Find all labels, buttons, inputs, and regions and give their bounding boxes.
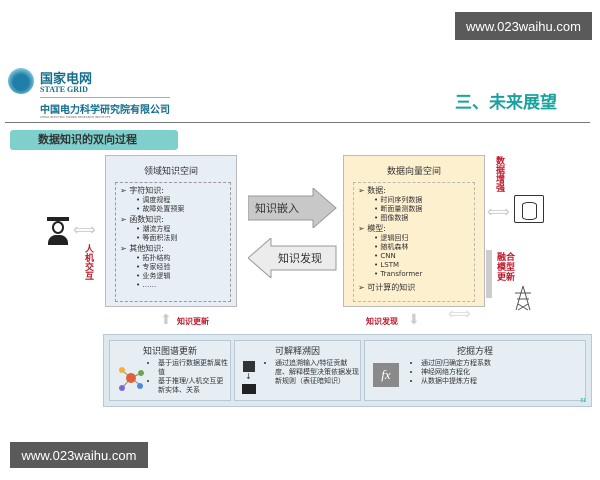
group-label: ➢ 字符知识:: [120, 186, 164, 195]
panel-title: 可解释溯因: [274, 347, 320, 357]
panel-list: 通过追溯输入/特征贡献度、解释模型决策依据发现新规则（表征暗知识）: [263, 359, 360, 386]
function-fx-icon: fx: [373, 363, 399, 387]
group-label: ➢ 数据:: [358, 186, 386, 195]
institute-en: CHINA ELECTRIC POWER RESEARCH INSTITUTE: [40, 115, 111, 119]
panel-explainable: 可解释溯因 ↓ 通过追溯输入/特征贡献度、解释模型决策依据发现新规则（表征暗知识…: [234, 340, 361, 401]
list-item: • 调度规程: [136, 196, 171, 204]
bidirectional-arrow-icon: ⟺: [487, 202, 510, 221]
label-knowledge-discover: 知识发现: [366, 317, 398, 326]
list-item: • ……: [136, 281, 157, 289]
down-arrow-icon: ⬇: [408, 312, 420, 328]
bidirectional-arrow-icon: ⟺: [73, 220, 96, 239]
list-item: 神经网络方程化: [421, 368, 531, 377]
group-label: ➢ 可计算的知识: [358, 283, 416, 292]
open-box-icon: [242, 384, 256, 394]
list-item: • 故障处置预案: [136, 205, 185, 213]
methods-box: 知识图谱更新 基于运行数据更新属性值基于推理/人机交互更新实体、关系 可解释溯因…: [103, 334, 592, 407]
label-data-augment: 数据增强: [494, 156, 504, 192]
panel-equation: 挖掘方程 fx 通过回归确定方程系数神经网络方程化从数据中提炼方程: [364, 340, 586, 401]
header-divider: [5, 122, 590, 123]
label-model-update: 融合模型更新: [497, 253, 516, 283]
list-item: 基于推理/人机交互更新实体、关系: [158, 377, 230, 395]
embed-label: 知识嵌入: [255, 202, 299, 215]
database-icon: [514, 195, 544, 223]
section-title: 数据知识的双向过程: [10, 130, 178, 150]
institute-cn: 中国电力科学研究院有限公司: [40, 105, 170, 116]
discover-arrow-icon: [248, 238, 337, 278]
discover-label: 知识发现: [278, 252, 322, 265]
list-item: • 时间序列数据: [374, 196, 423, 204]
panel-list: 基于运行数据更新属性值基于推理/人机交互更新实体、关系: [146, 359, 230, 395]
label-knowledge-update: 知识更新: [177, 317, 209, 326]
side-arrow-icon: ⟺: [448, 304, 471, 323]
panel-kg-update: 知识图谱更新 基于运行数据更新属性值基于推理/人机交互更新实体、关系: [109, 340, 231, 401]
user-graduate-icon: [45, 217, 71, 247]
slide-title: 三、未来展望: [455, 93, 557, 113]
embed-arrow-icon: [248, 188, 337, 228]
list-item: 从数据中提炼方程: [421, 377, 531, 386]
list-item: • 图像数据: [374, 214, 409, 222]
panel-list: 通过回归确定方程系数神经网络方程化从数据中提炼方程: [409, 359, 531, 386]
list-item: • 逻辑回归: [374, 234, 409, 242]
list-item: • 拓扑结构: [136, 254, 171, 262]
data-vector-title: 数据向量空间: [386, 167, 441, 177]
logo-divider: [40, 97, 170, 98]
panel-title: 挖掘方程: [456, 347, 493, 357]
list-item: 基于运行数据更新属性值: [158, 359, 230, 377]
power-tower-icon: [515, 285, 531, 311]
list-item: • 专家经验: [136, 263, 171, 271]
list-item: • Transformer: [374, 270, 423, 278]
group-label: ➢ 模型:: [358, 224, 386, 233]
arrow-down-icon: ↓: [245, 372, 252, 381]
panel-title: 知识图谱更新: [142, 347, 197, 357]
label-human: 人机交互: [83, 244, 93, 280]
logo-en: STATE GRID: [40, 85, 88, 94]
vertical-arrow-icon: [486, 250, 492, 298]
watermark-top: www.023waihu.com: [455, 12, 592, 40]
logo-cn: 国家电网: [40, 72, 93, 87]
graph-network-icon: [119, 367, 144, 391]
state-grid-logo-icon: [8, 68, 34, 94]
data-vector-box: 数据向量空间 ➢ 数据: • 时间序列数据 • 断面量测数据 • 图像数据 ➢ …: [343, 155, 485, 307]
list-item: • 业务逻辑: [136, 272, 171, 280]
box-icon: [243, 361, 255, 372]
list-item: • 断面量测数据: [374, 205, 423, 213]
list-item: • LSTM: [374, 261, 400, 269]
watermark-bottom: www.023waihu.com: [10, 442, 148, 468]
list-item: • CNN: [374, 252, 396, 260]
domain-knowledge-title: 领域知识空间: [143, 167, 198, 177]
page-number: 31: [580, 398, 587, 404]
list-item: 通过追溯输入/特征贡献度、解释模型决策依据发现新规则（表征暗知识）: [275, 359, 360, 386]
list-item: 通过回归确定方程系数: [421, 359, 531, 368]
list-item: • 潮流方程: [136, 225, 171, 233]
list-item: • 等面积法则: [136, 234, 178, 242]
group-label: ➢ 其他知识:: [120, 244, 164, 253]
group-label: ➢ 函数知识:: [120, 215, 164, 224]
up-arrow-icon: ⬆: [160, 312, 172, 328]
domain-knowledge-box: 领域知识空间 ➢ 字符知识: • 调度规程 • 故障处置预案 ➢ 函数知识: •…: [105, 155, 237, 307]
list-item: • 随机森林: [374, 243, 409, 251]
